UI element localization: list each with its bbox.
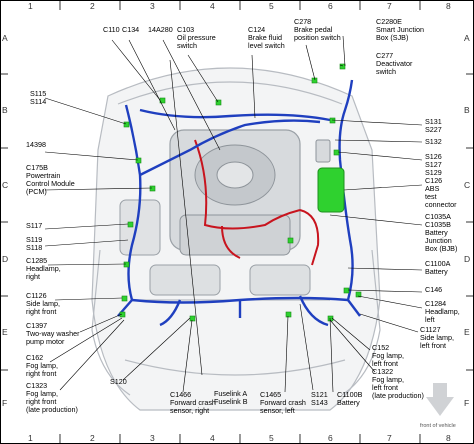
label-c1466: C1466 Forward crash sensor, right [170, 390, 216, 415]
label-fuselink: Fuselink A Fuselink B [214, 389, 248, 406]
label-c110: C110 [103, 25, 120, 34]
grid-col-5-bottom: 5 [269, 433, 274, 443]
grid-col-1: 1 [28, 1, 33, 11]
label-c1100a: C1100A Battery [425, 259, 451, 276]
label-s117: S117 [26, 221, 43, 230]
grid-col-8-bottom: 8 [446, 433, 451, 443]
blue-harness [117, 79, 361, 327]
label-c277: C277 Deactivator switch [376, 51, 413, 76]
grid-row-f: F [2, 398, 8, 408]
label-c134: C134 [122, 25, 140, 34]
label-c103: C103 Oil pressure switch [177, 25, 216, 50]
grid-col-1-bottom: 1 [28, 433, 33, 443]
grid-col-7-bottom: 7 [387, 433, 392, 443]
grid-col-7: 7 [387, 1, 392, 11]
label-s121: S121 S143 [311, 390, 328, 407]
label-c1284: C1284 Headlamp, left [425, 299, 460, 324]
grid-row-d: D [2, 254, 9, 264]
label-c1397: C1397 Two-way washer pump motor [26, 321, 80, 346]
grid-row-b-right: B [464, 105, 470, 115]
grid-col-4-bottom: 4 [210, 433, 215, 443]
label-s132: S132 [425, 137, 442, 146]
label-14a280: 14A280 [148, 25, 173, 34]
label-s126: S126 S127 [425, 152, 442, 169]
grid-row-d-right: D [464, 254, 471, 264]
label-c278: C278 Brake pedal position switch [294, 17, 341, 42]
label-s115: S115 S114 [30, 89, 47, 106]
connectors [119, 63, 362, 322]
label-c152: C152 Fog lamp, left front [372, 343, 404, 368]
label-c1285: C1285 Headlamp, right [26, 256, 61, 281]
label-c2280e: C2280E Smart Junction Box (SJB) [376, 17, 424, 42]
grid-col-4: 4 [210, 1, 215, 11]
label-c1127: C1127 Side lamp, left front [420, 325, 454, 350]
front-of-vehicle-label: front of vehicle [420, 423, 456, 429]
grid-col-3-bottom: 3 [150, 433, 155, 443]
label-14398: 14398 [26, 140, 46, 149]
grid-col-8: 8 [446, 1, 451, 11]
red-harness [194, 139, 320, 266]
grid-row-a-right: A [464, 33, 470, 43]
grid-col-6: 6 [328, 1, 333, 11]
grid-row-e: E [2, 327, 8, 337]
label-c1322: C1322 Fog lamp, left front (late product… [372, 367, 424, 400]
engine-block [119, 129, 311, 296]
label-c124: C124 Brake fluid level switch [248, 25, 285, 50]
label-c146: C146 [425, 285, 443, 294]
battery-junction-box [315, 139, 345, 213]
label-c1126: C1126 Side lamp, right front [26, 291, 60, 316]
front-arrow-icon [426, 383, 454, 416]
grid-col-6-bottom: 6 [328, 433, 333, 443]
label-s129: S129 C126 ABS test connector [425, 168, 457, 209]
grid-row-c: C [2, 180, 9, 190]
grid-row-a: A [2, 33, 8, 43]
label-c162: C162 Fog lamp, right front [26, 353, 58, 378]
grid-col-5: 5 [269, 1, 274, 11]
label-c1465: C1465 Forward crash sensor, left [260, 390, 306, 415]
grid-row-f-right: F [464, 398, 470, 408]
grid-col-2-bottom: 2 [90, 433, 95, 443]
label-c1100b: C1100B Battery [337, 390, 363, 407]
grid-col-2: 2 [90, 1, 95, 11]
label-s131: S131 S227 [425, 117, 442, 134]
grid-row-e-right: E [464, 327, 470, 337]
label-c175b: C175B Powertrain Control Module (PCM) [26, 163, 75, 196]
label-s119: S119 S118 [26, 235, 43, 252]
grid-row-b: B [2, 105, 8, 115]
grid-col-3: 3 [150, 1, 155, 11]
label-s120: S120 [110, 377, 127, 386]
label-c1323: C1323 Fog lamp, right front (late produc… [26, 381, 78, 414]
label-c1035: C1035A C1035B Battery Junction Box (BJB) [425, 212, 458, 253]
grid-row-c-right: C [464, 180, 471, 190]
leader-lines [44, 35, 423, 393]
